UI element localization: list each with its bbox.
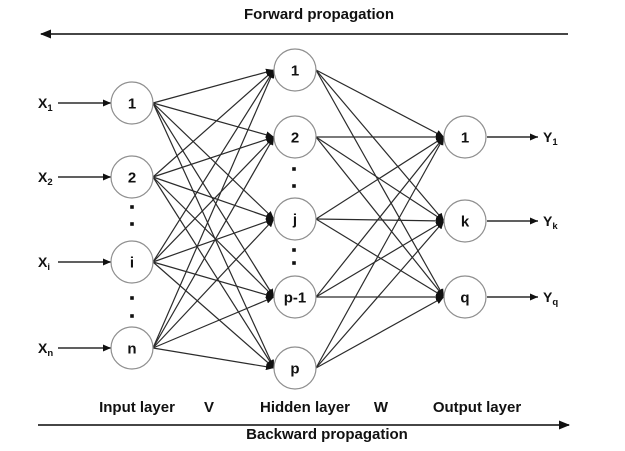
node-label-input-n: n: [127, 340, 136, 357]
edge-hiddenj-outputq: [315, 218, 445, 298]
node-hidden-p-1: [273, 275, 317, 319]
node-output-k: [443, 199, 487, 243]
node-label-output-q: q: [460, 289, 469, 306]
input-label-X1: X1: [38, 95, 53, 114]
output-label-Yq: Yq: [543, 289, 558, 308]
node-label-input-2: 2: [128, 169, 136, 186]
nodes-layer: 1 2 i n 1 2 j p-1 p 1 k q: [110, 48, 487, 390]
edge-inputi-hidden1: [152, 69, 275, 263]
ellipsis-dot: [292, 184, 296, 188]
edge-inputi-hiddenj: [152, 218, 275, 263]
edge-hiddenj-outputk: [315, 217, 445, 225]
node-hidden-2: [273, 115, 317, 159]
node-output-q: [443, 275, 487, 319]
edge-input2-hiddenj: [152, 176, 275, 220]
weights-v-label: V: [203, 399, 215, 416]
output-label-Yk: Yk: [543, 213, 558, 232]
node-label-hidden-1: 1: [291, 62, 299, 79]
edge-hidden1-outputq: [315, 69, 445, 298]
edge-hiddenp-1-output1: [315, 136, 445, 298]
edge-inputi-hiddenp-1: [152, 261, 275, 299]
node-hidden-j: [273, 197, 317, 241]
hidden-layer-label: Hidden layer: [259, 399, 351, 416]
edge-input2-hidden2: [152, 136, 275, 178]
edge-hiddenj-output1: [315, 136, 445, 220]
node-input-i: [110, 240, 154, 284]
edge-inputn-hiddenp-1: [152, 296, 275, 349]
edge-input1-hiddenp: [152, 102, 275, 369]
node-label-hidden-2: 2: [291, 129, 299, 146]
node-input-1: [110, 81, 154, 125]
backward-propagation-title: Backward propagation: [246, 426, 408, 443]
forward-propagation-title: Forward propagation: [244, 6, 394, 23]
edge-hiddenp-1-outputk: [315, 220, 445, 298]
node-hidden-1: [273, 48, 317, 92]
input-label-Xn: Xn: [38, 340, 53, 359]
edge-inputn-hidden1: [152, 69, 275, 349]
node-label-hidden-p: p: [290, 360, 299, 377]
edge-input1-hiddenj: [152, 102, 275, 220]
edge-hidden2-outputk: [315, 136, 445, 222]
input-layer-label: Input layer: [99, 399, 175, 416]
node-label-output-1: 1: [461, 129, 469, 146]
ellipsis-dots-layer: [130, 167, 296, 318]
input-label-X2: X2: [38, 169, 53, 188]
node-input-2: [110, 155, 154, 199]
edge-input2-hiddenp: [152, 176, 275, 369]
ellipsis-dot: [130, 296, 134, 300]
edge-inputi-hidden2: [152, 136, 275, 263]
input-label-Xi: Xi: [38, 254, 50, 273]
edge-hidden1-outputk: [315, 69, 445, 222]
edge-input1-hidden2: [152, 102, 275, 139]
node-label-hidden-j: j: [292, 211, 297, 228]
node-output-1: [443, 115, 487, 159]
node-label-output-k: k: [461, 213, 470, 230]
edge-inputn-hiddenp: [152, 347, 275, 371]
output-layer-label: Output layer: [432, 399, 522, 416]
ellipsis-dot: [292, 167, 296, 171]
edge-inputn-hidden2: [152, 136, 275, 349]
node-label-hidden-p-1: p-1: [284, 289, 307, 306]
edge-input1-hidden1: [152, 68, 275, 104]
ellipsis-dot: [130, 314, 134, 318]
node-hidden-p: [273, 346, 317, 390]
edge-input2-hidden1: [152, 69, 275, 178]
edge-hiddenp-output1: [315, 136, 445, 369]
edge-hiddenp-outputq: [315, 296, 445, 369]
edge-input2-hiddenp-1: [152, 176, 275, 298]
ellipsis-dot: [292, 261, 296, 265]
edge-inputi-hiddenp: [152, 261, 275, 369]
ellipsis-dot: [292, 248, 296, 252]
weights-w-label: W: [373, 399, 389, 416]
node-input-n: [110, 326, 154, 370]
edge-hiddenp-outputk: [315, 220, 445, 369]
ellipsis-dot: [130, 222, 134, 226]
edge-inputn-hiddenj: [152, 218, 275, 349]
node-label-input-i: i: [130, 254, 134, 271]
ellipsis-dot: [130, 205, 134, 209]
node-label-input-1: 1: [128, 95, 136, 112]
edge-hidden1-output1: [315, 69, 445, 138]
output-label-Y1: Y1: [543, 129, 558, 148]
edges-layer: [152, 68, 445, 371]
